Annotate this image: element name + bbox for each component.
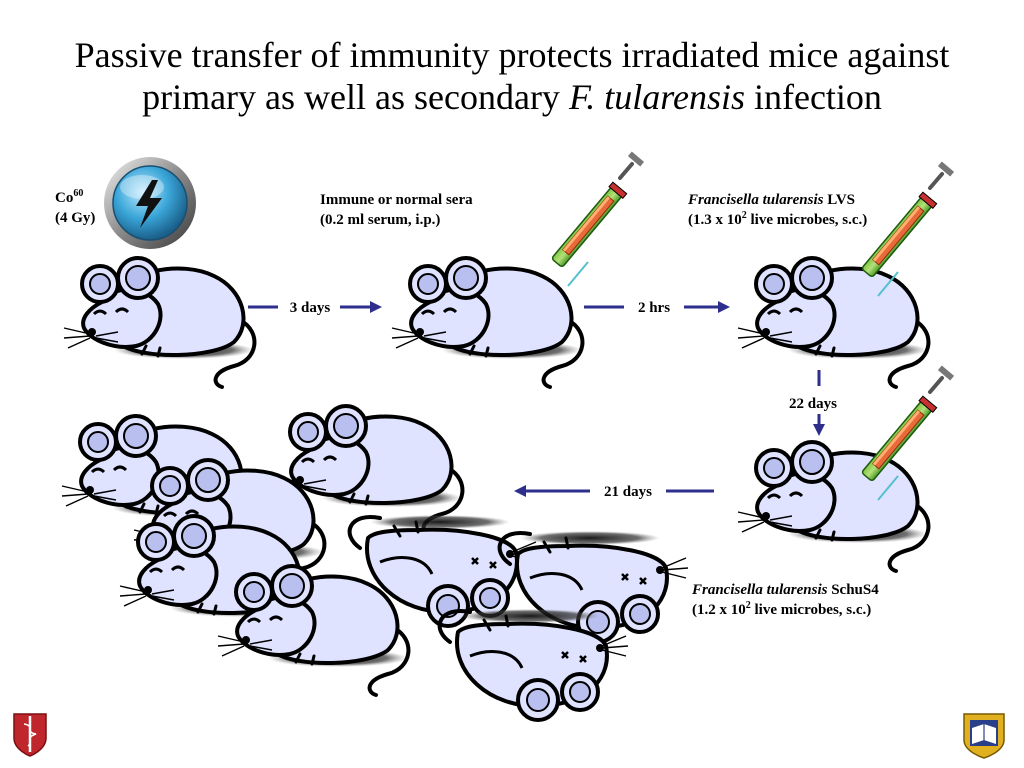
isotope-mass: 60 bbox=[73, 188, 84, 199]
sera-line-2: (0.2 ml serum, i.p.) bbox=[320, 212, 441, 228]
interval-label-2-hrs: 2 hrs bbox=[638, 300, 670, 316]
radiation-lightning-icon bbox=[104, 157, 196, 249]
lvs-strain: LVS bbox=[823, 192, 856, 208]
arrow-step-2 bbox=[584, 301, 730, 313]
irradiated-mouse bbox=[62, 256, 257, 389]
title-organism: F. tularensis bbox=[568, 77, 745, 117]
title-line-2-start: primary as well as secondary bbox=[142, 77, 569, 117]
university-crest-logo bbox=[963, 713, 1005, 759]
title-line-1: Passive transfer of immunity protects ir… bbox=[74, 35, 950, 75]
syringe-serum-icon bbox=[549, 149, 647, 288]
title-line-2-end: infection bbox=[744, 77, 882, 117]
schus4-dose-end: live microbes, s.c.) bbox=[750, 602, 872, 618]
schus4-strain: SchuS4 bbox=[827, 582, 879, 598]
sera-label: Immune or normal sera (0.2 ml serum, i.p… bbox=[320, 190, 473, 230]
interval-label-3-days: 3 days bbox=[290, 300, 331, 316]
irradiation-label: Co60 (4 Gy) bbox=[55, 188, 95, 228]
slide-title: Passive transfer of immunity protects ir… bbox=[0, 34, 1024, 118]
schus4-dose-start: (1.2 x 10 bbox=[692, 602, 746, 618]
serum-treated-mouse bbox=[390, 256, 585, 389]
interval-label-21-days: 21 days bbox=[604, 484, 652, 500]
irradiation-dose: (4 Gy) bbox=[55, 210, 96, 226]
lvs-label: Francisella tularensis LVS (1.3 x 102 li… bbox=[688, 190, 867, 230]
arrow-step-4 bbox=[514, 485, 714, 497]
schus4-organism: Francisella tularensis bbox=[692, 582, 828, 598]
schus4-label: Francisella tularensis SchuS4 (1.2 x 102… bbox=[692, 580, 879, 620]
schus4-dose-exponent: 2 bbox=[745, 600, 751, 611]
schus4-challenged-mouse bbox=[736, 440, 931, 573]
medical-crest-logo bbox=[13, 713, 47, 757]
arrow-step-1 bbox=[248, 301, 382, 313]
lvs-dose-exponent: 2 bbox=[741, 210, 747, 221]
lvs-organism: Francisella tularensis bbox=[688, 192, 824, 208]
lvs-infected-mouse bbox=[736, 256, 931, 389]
lvs-dose-end: live microbes, s.c.) bbox=[746, 212, 868, 228]
sera-line-1: Immune or normal sera bbox=[320, 192, 473, 208]
interval-label-22-days: 22 days bbox=[789, 396, 837, 412]
arrow-step-3 bbox=[813, 370, 825, 436]
title-line-2: primary as well as secondary F. tularens… bbox=[0, 76, 1024, 118]
lvs-dose-start: (1.3 x 10 bbox=[688, 212, 742, 228]
isotope-name: Co bbox=[55, 190, 74, 206]
